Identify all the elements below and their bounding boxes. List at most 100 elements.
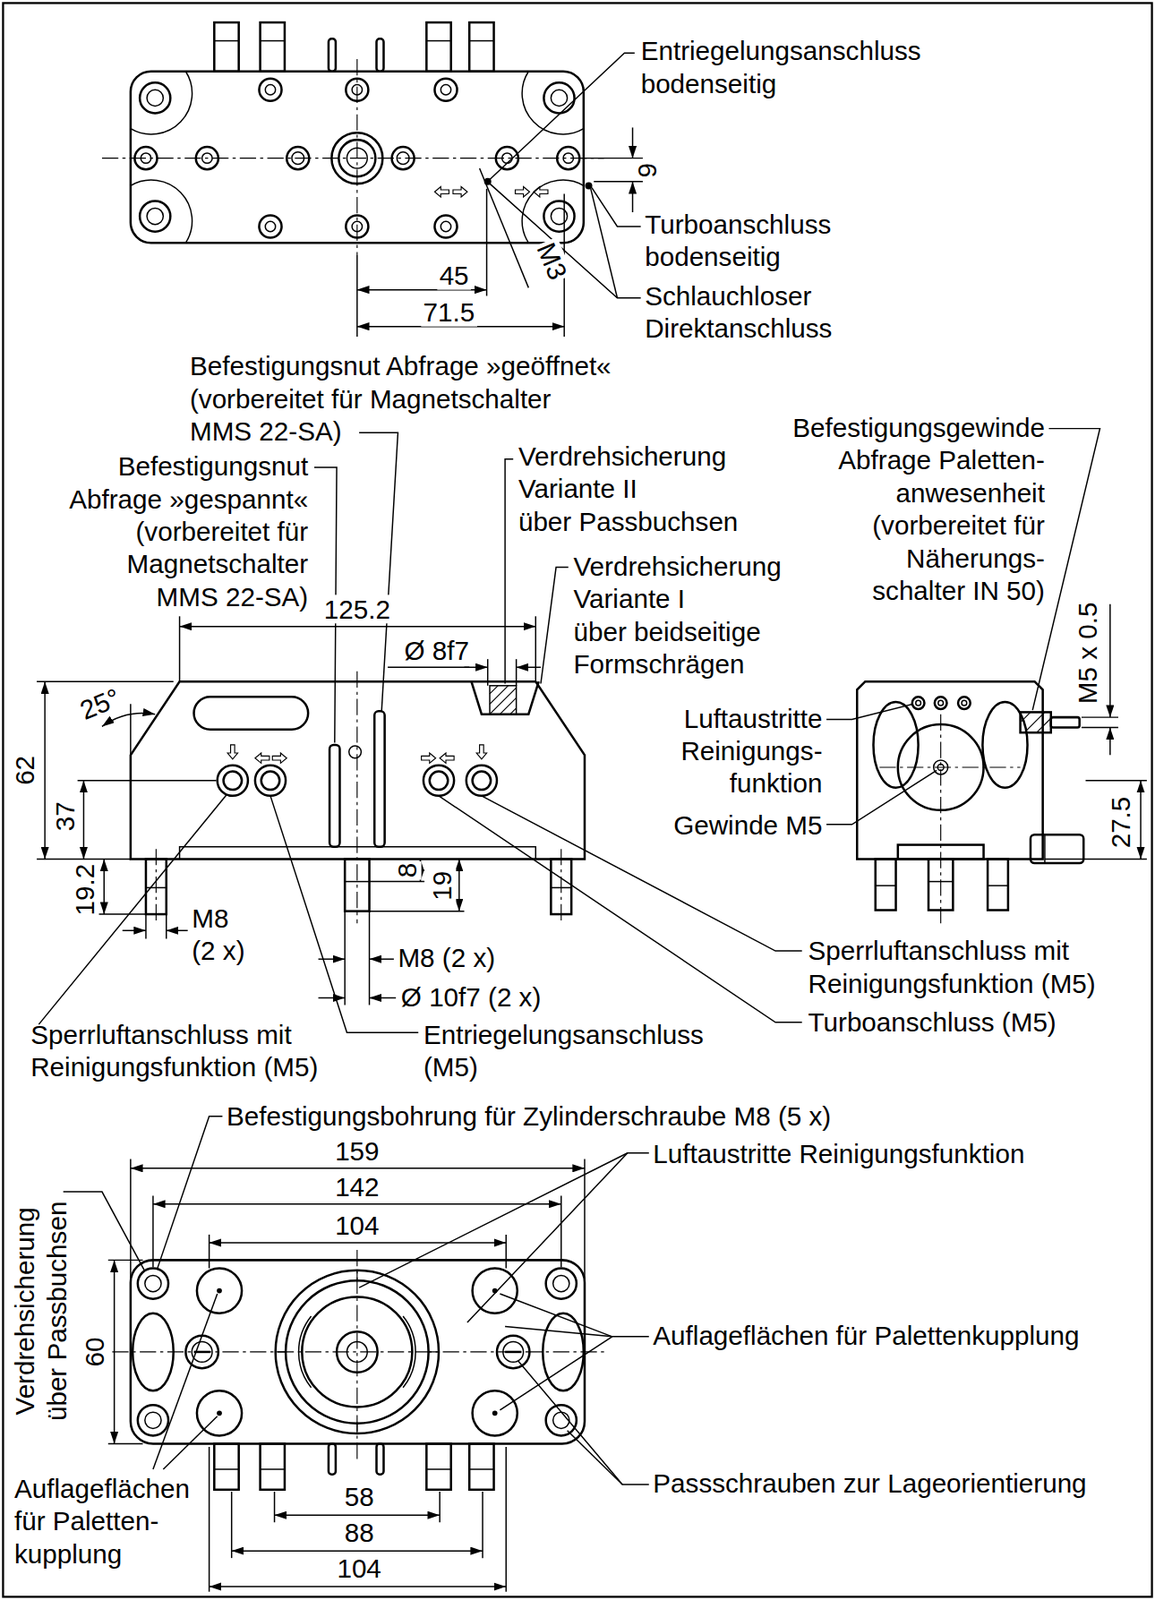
center-line	[111, 1351, 604, 1352]
callout-label: Luftaustritte Reinigungsfunktion	[652, 1137, 1025, 1171]
dimension-value: 142	[333, 1172, 382, 1201]
leader-line	[504, 1326, 613, 1336]
dimension-line	[1109, 727, 1111, 756]
dimension-line	[504, 1446, 506, 1592]
fitting	[260, 22, 285, 72]
side-view	[875, 884, 897, 886]
center-line	[155, 671, 561, 924]
fitting	[469, 1444, 494, 1490]
port	[217, 765, 249, 796]
dimension-line	[632, 127, 634, 158]
center-line	[102, 157, 605, 159]
dimension-value: 45	[436, 261, 471, 291]
bushing	[489, 685, 517, 715]
sensor-slot	[374, 710, 385, 847]
bore-hole	[216, 1288, 223, 1294]
bore-hole	[139, 200, 171, 231]
side-view	[961, 700, 967, 706]
fitting	[469, 22, 494, 72]
port	[472, 771, 492, 791]
flow-symbol	[421, 752, 437, 763]
fitting	[213, 1468, 239, 1470]
dimension-line	[369, 958, 394, 959]
side-view	[934, 696, 948, 710]
callout-label: Sperrluftanschluss mit Reinigungsfunktio…	[808, 934, 1096, 1001]
dimension-line	[486, 188, 488, 297]
leader-line	[540, 567, 569, 685]
dimension-line	[1081, 727, 1119, 728]
dimension-line	[464, 667, 488, 668]
bore-hole	[472, 1267, 518, 1313]
leader-line	[153, 1293, 218, 1470]
dimension-line	[152, 1196, 154, 1268]
bushing	[470, 681, 539, 714]
dimension-line	[108, 1443, 144, 1445]
bore-hole	[440, 85, 451, 95]
center-line	[111, 1249, 604, 1460]
bore-hole	[216, 1410, 223, 1416]
bore-hole	[546, 1267, 577, 1299]
front-view	[194, 696, 309, 729]
bore-hole	[258, 78, 282, 102]
leader-line	[590, 188, 618, 299]
dimension-line	[1086, 779, 1147, 781]
flow-symbol	[453, 187, 468, 197]
dimension-line	[102, 859, 104, 916]
dimension-value: 58	[342, 1482, 377, 1512]
dimension-line	[129, 1159, 131, 1289]
callout-label: Verdrehsicherung Variante II über Passbu…	[518, 439, 738, 538]
dimension-line	[1044, 858, 1147, 860]
side-view	[856, 681, 1043, 859]
dimension-value: 27.5	[1105, 794, 1135, 850]
bore-hole	[146, 207, 163, 224]
bore-hole	[265, 85, 275, 95]
fitting	[260, 1468, 285, 1470]
bore-hole	[145, 1274, 162, 1292]
fitting	[213, 40, 239, 42]
fitting	[469, 1468, 494, 1470]
leader-line	[518, 1360, 650, 1485]
dimension-line	[179, 625, 537, 627]
dimension-line	[369, 997, 397, 999]
callout-label: Schlauchloser Direktanschluss	[644, 279, 832, 345]
callout-label: Verdrehsicherung Variante I über beidsei…	[573, 549, 781, 681]
dimension-line	[108, 1259, 144, 1261]
leader-line	[489, 183, 642, 299]
dimension-line	[343, 911, 345, 1006]
dimension-line	[77, 779, 217, 781]
callout-label: Verdrehsicherung über Passbuchsen	[8, 1201, 74, 1421]
bore-hole	[550, 89, 567, 106]
dimension-line	[368, 911, 370, 1006]
dimension-line	[487, 658, 488, 686]
dimension-line	[479, 168, 530, 288]
dimension-line	[166, 930, 189, 932]
callout-label: M8 (2 x)	[397, 941, 496, 975]
dimension-line	[231, 1549, 483, 1551]
dimension-line	[129, 703, 131, 755]
dimension-line	[1139, 780, 1141, 860]
center-line	[356, 1249, 358, 1460]
callout-label: Befestigungsgewinde Abfrage Paletten- an…	[792, 410, 1045, 608]
dimension-line	[516, 667, 541, 668]
dimension-value: 125.2	[321, 594, 393, 624]
leader-line	[826, 703, 914, 719]
callout-label: M8 (2 x)	[191, 901, 245, 967]
fitting	[469, 40, 494, 42]
leader-line	[63, 1191, 146, 1272]
dimension-value: 104	[334, 1554, 384, 1583]
callout-label: Auflageflächen für Palettenkupplung	[652, 1318, 1079, 1352]
flow-symbol	[255, 752, 270, 763]
dimension-line	[113, 1259, 115, 1444]
side-view	[1051, 717, 1080, 728]
dimension-line	[231, 1491, 232, 1558]
callout-label: Turboanschluss (M5)	[808, 1006, 1057, 1039]
bore-hole	[585, 181, 593, 189]
dimension-line	[438, 1491, 440, 1523]
side-view	[958, 696, 971, 710]
port	[255, 765, 286, 796]
dimension-value: 62	[9, 753, 39, 788]
side-view	[938, 700, 944, 706]
dimension-value: M5 x 0.5	[1073, 599, 1103, 706]
